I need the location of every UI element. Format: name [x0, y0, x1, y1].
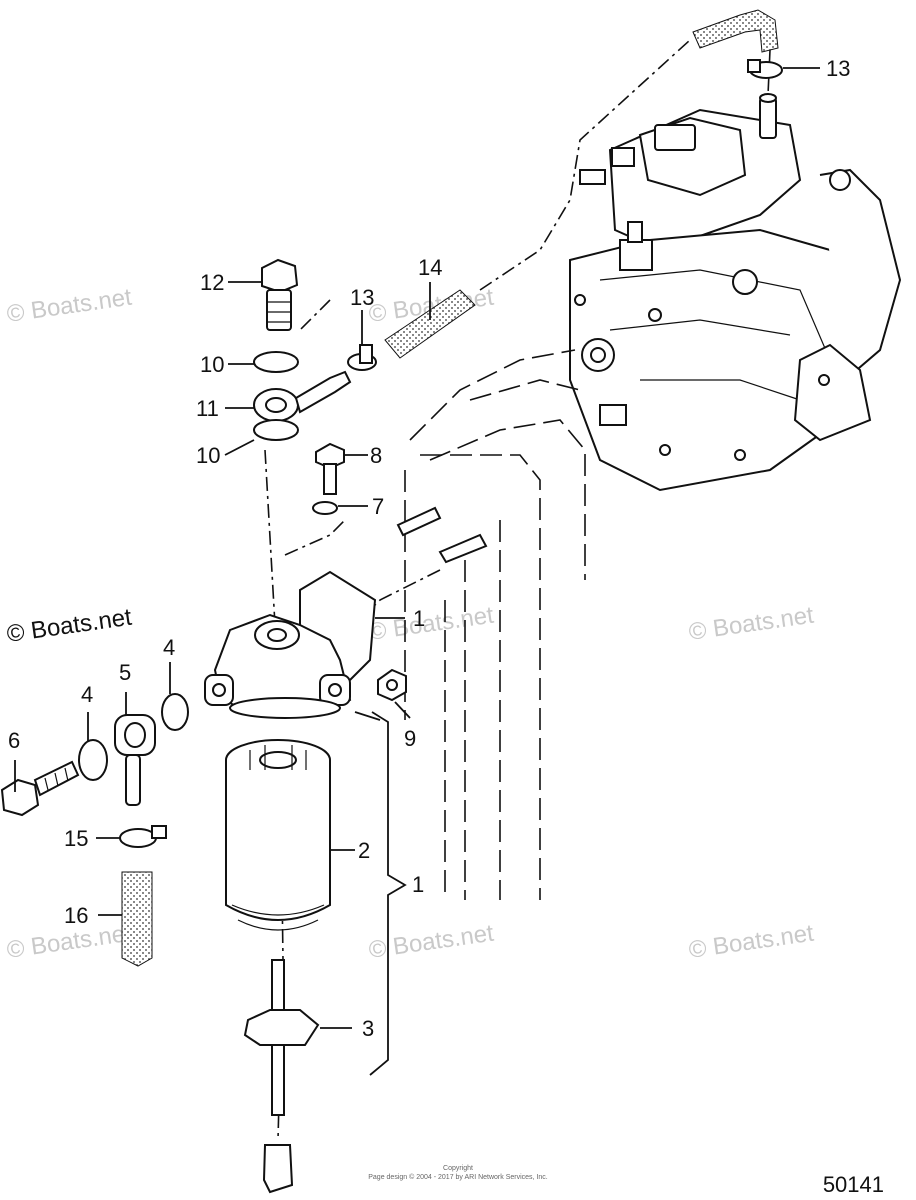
callout-5: 5	[119, 660, 131, 685]
figure-number: 50141	[823, 1172, 884, 1197]
callout-3: 3	[362, 1016, 374, 1041]
filter-element	[225, 739, 331, 931]
injection-pump	[569, 93, 902, 492]
sealing-washer-upper	[253, 351, 299, 373]
bolt	[315, 442, 345, 495]
callout-9: 9	[404, 726, 416, 751]
callout-14: 14	[418, 255, 442, 280]
fuel-hose	[384, 289, 476, 359]
return-hose-top	[692, 9, 779, 53]
banjo-fitting-upper	[253, 370, 352, 422]
drain-screw	[243, 959, 320, 1194]
callout-8: 8	[370, 443, 382, 468]
watermark-text: © Boats.net	[367, 920, 496, 964]
watermark-text-dark: © Boats.net	[5, 604, 134, 648]
fuel-inlet-hose	[121, 871, 153, 967]
callout-leaders	[14, 67, 820, 1076]
callout-10-lower: 10	[196, 443, 220, 468]
watermark-text: © Boats.net	[5, 284, 134, 328]
callout-15: 15	[64, 826, 88, 851]
callout-13-top: 13	[826, 56, 850, 81]
filter-head	[204, 570, 377, 719]
watermark-text: © Boats.net	[687, 920, 816, 964]
callout-11: 11	[196, 396, 219, 421]
nut	[377, 668, 407, 702]
sealing-washer-left-a	[161, 693, 189, 731]
callout-12: 12	[200, 270, 224, 295]
callout-6: 6	[8, 728, 20, 753]
copyright-line-1: Copyright	[443, 1165, 473, 1172]
lock-washer	[312, 501, 338, 515]
hose-clamp-top	[747, 59, 783, 79]
banjo-bolt-left	[0, 760, 80, 817]
callout-10-upper: 10	[200, 352, 224, 377]
sealing-washer-lower	[253, 419, 299, 441]
copyright-line-2: Page design © 2004 - 2017 by ARI Network…	[368, 1173, 548, 1181]
banjo-bolt-upper	[261, 258, 299, 331]
sealing-washer-left-b	[78, 739, 108, 781]
callout-2: 2	[358, 838, 370, 863]
callout-4-inner: 4	[163, 635, 175, 660]
callout-1-assembly: 1	[412, 872, 424, 897]
mounting-studs	[396, 506, 488, 564]
hose-clamp-lower	[119, 825, 167, 848]
watermark-text: © Boats.net	[687, 602, 816, 646]
banjo-fitting-left	[114, 714, 156, 806]
watermark-text: © Boats.net	[367, 602, 496, 646]
callout-13-middle: 13	[350, 285, 374, 310]
callout-1-head: 1	[413, 606, 425, 631]
hose-clamp-middle	[347, 344, 377, 371]
engine-block-outline	[404, 349, 586, 900]
callout-16: 16	[64, 903, 88, 928]
callout-7: 7	[372, 494, 384, 519]
callout-4-outer: 4	[81, 682, 93, 707]
